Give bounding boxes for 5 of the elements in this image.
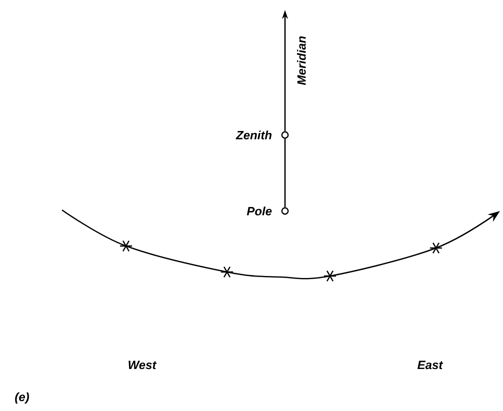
label: West bbox=[128, 360, 157, 370]
label: East bbox=[418, 360, 444, 370]
edge-label: Meridian bbox=[297, 36, 306, 85]
label: (e) bbox=[15, 392, 29, 404]
line bbox=[284, 138, 286, 208]
